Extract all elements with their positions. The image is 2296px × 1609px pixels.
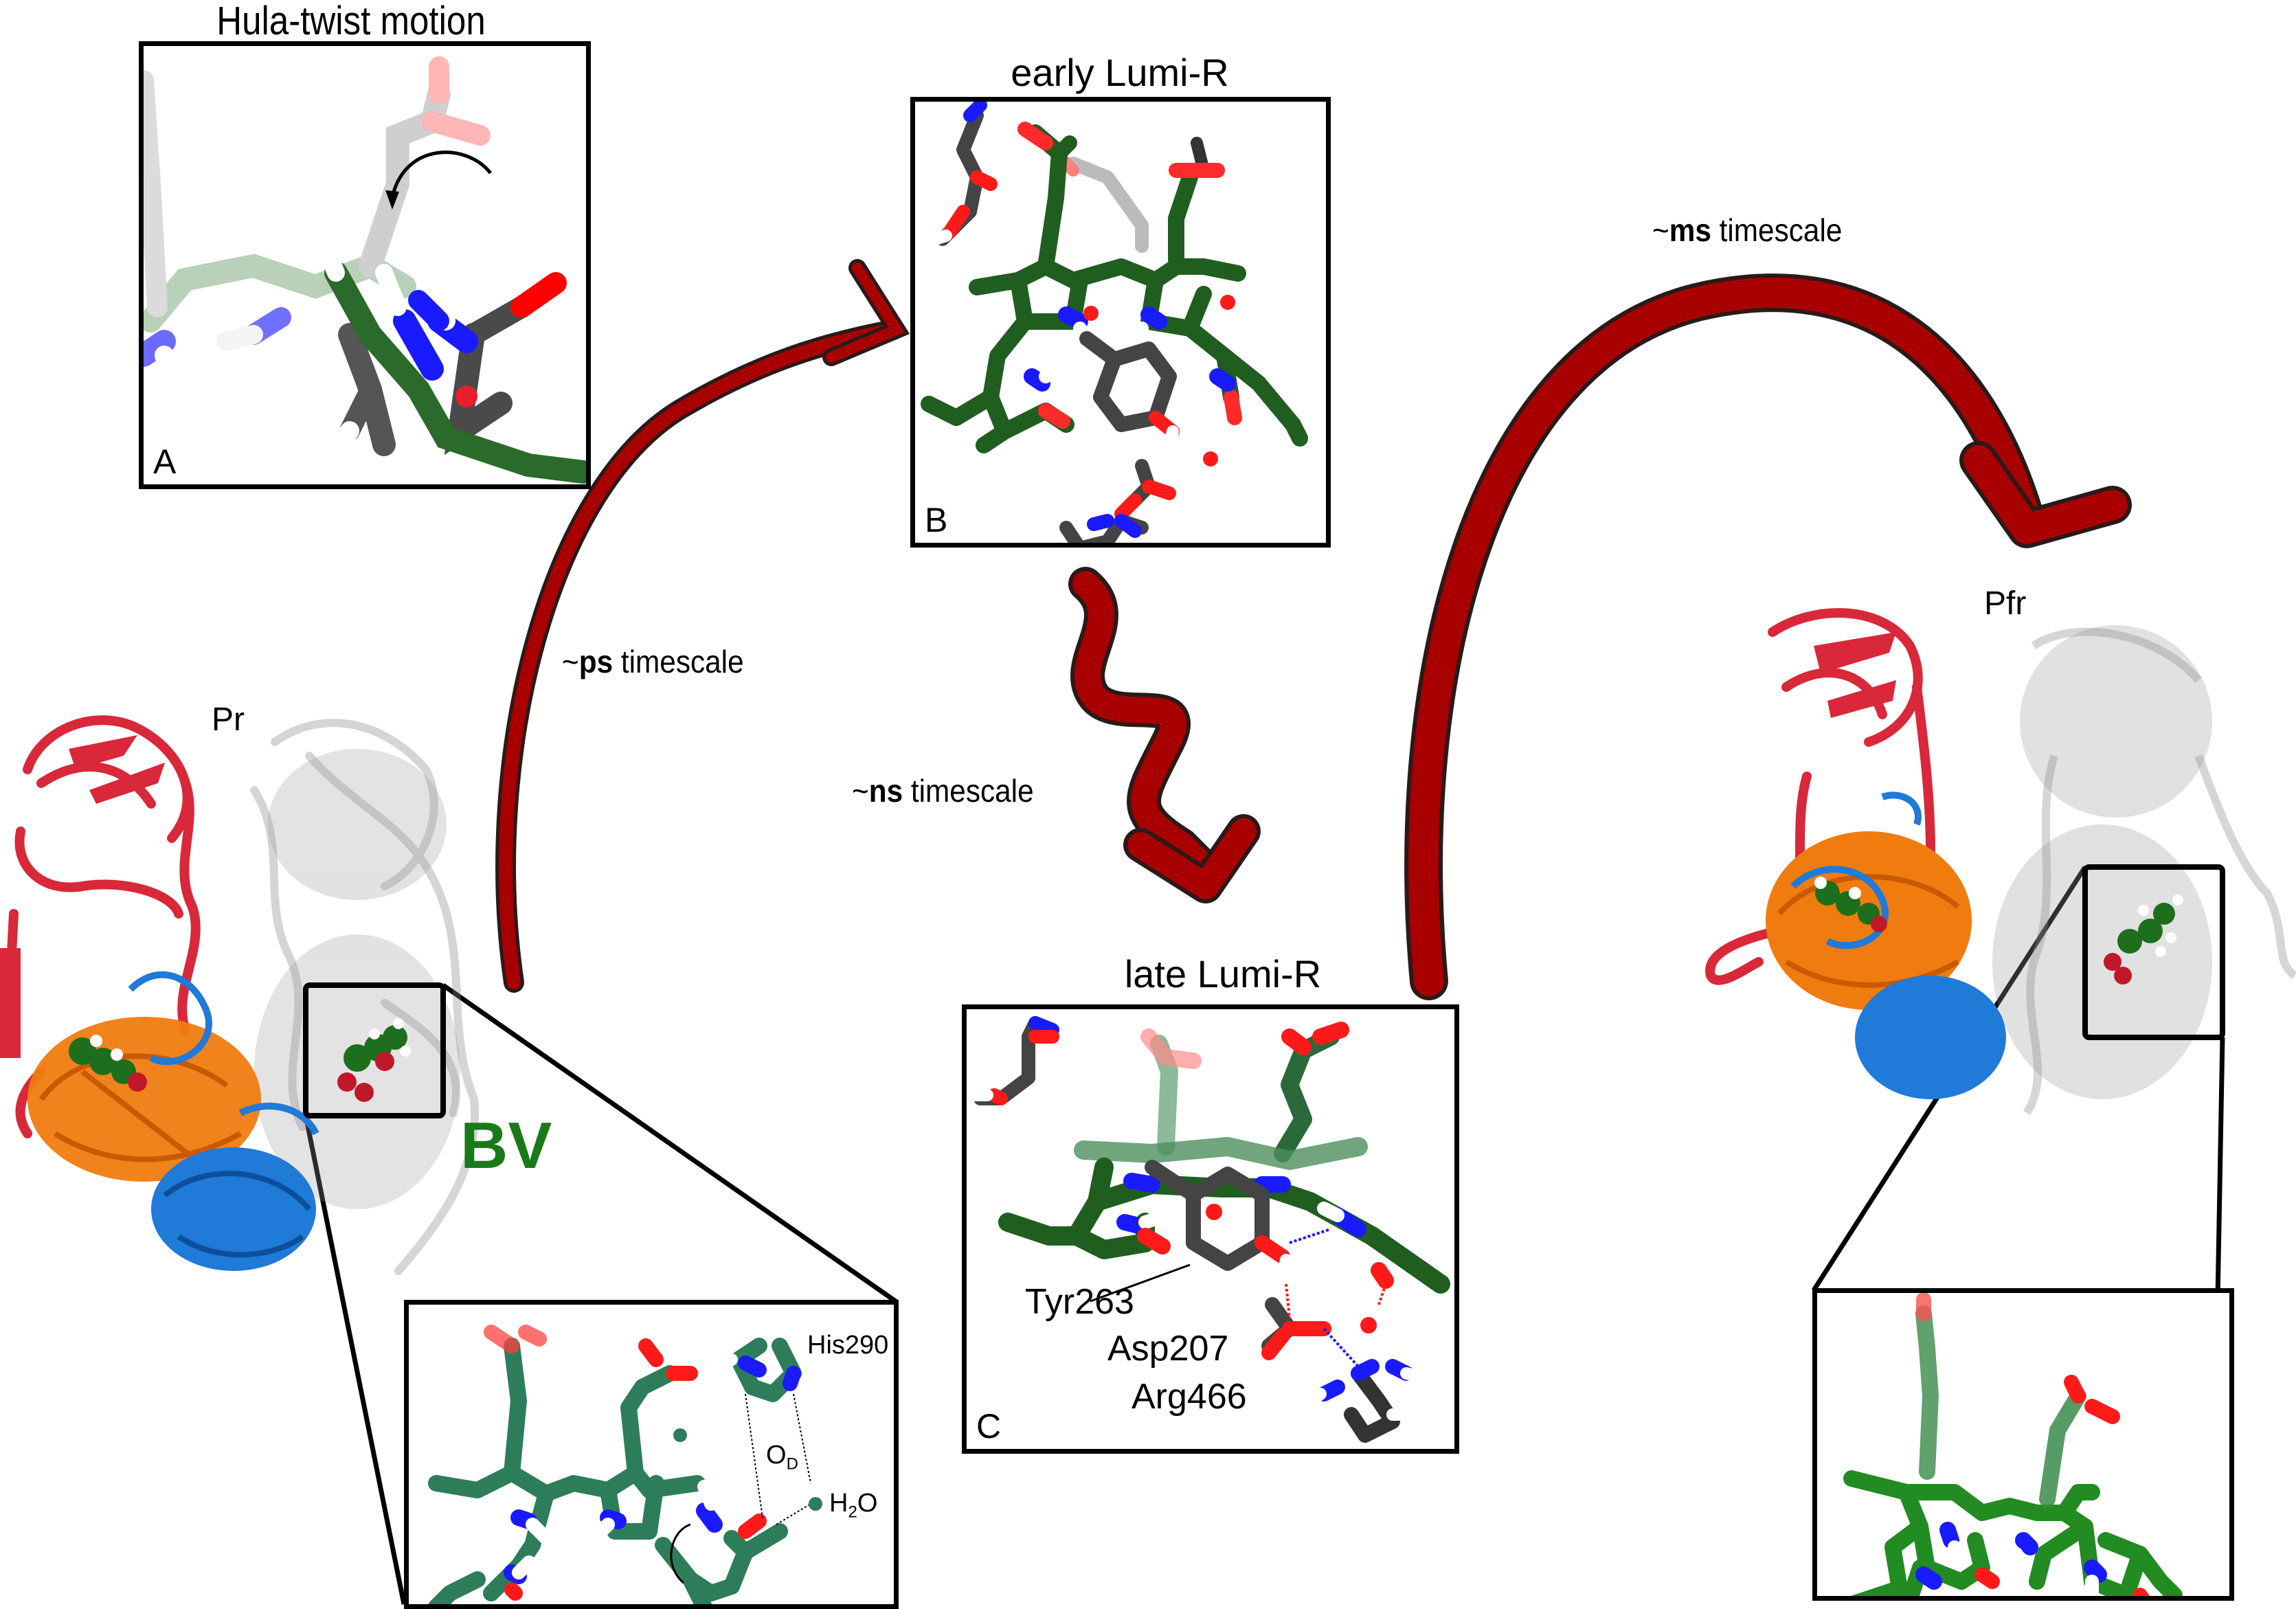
water-h: H	[829, 1489, 848, 1518]
panel-b-letter: B	[925, 501, 948, 539]
tilde: ~	[852, 773, 869, 809]
panel-b-title: early Lumi-R	[1011, 51, 1229, 94]
tilde: ~	[1652, 212, 1669, 248]
panel-a-title: Hula-twist motion	[216, 0, 486, 43]
pfr-protein-structure	[1705, 608, 2296, 1116]
timescale-word: timescale	[1711, 212, 1843, 248]
panel-c-title: late Lumi-R	[1124, 952, 1322, 995]
pr-bv-inset: His290 H2O OD	[404, 1300, 899, 1609]
panel-a-letter: A	[153, 442, 177, 481]
ps-timescale-label: ~ps timescale	[562, 646, 744, 677]
pr-biliverdin-molecule	[428, 1325, 822, 1604]
pfr-biliverdin-molecule	[1843, 1293, 2183, 1596]
water-o: O	[857, 1489, 878, 1518]
ns-transition-arrow	[1068, 567, 1261, 903]
panel-c-letter: C	[976, 1407, 1002, 1445]
timescale-unit: ms	[1669, 212, 1711, 248]
panel-a-hula-twist: A	[139, 41, 591, 489]
his290-label: His290	[807, 1331, 889, 1360]
pfr-bv-zoom-box	[2082, 864, 2225, 1040]
water-label: H2O	[829, 1490, 877, 1521]
od-o: O	[766, 1441, 787, 1470]
od-label: OD	[766, 1442, 798, 1473]
timescale-word: timescale	[903, 773, 1034, 809]
timescale-unit: ns	[868, 773, 903, 809]
tilde: ~	[562, 644, 579, 679]
panel-b-early-lumi-r: B	[910, 97, 1331, 548]
pr-state-label: Pr	[212, 701, 245, 738]
pfr-bv-inset	[1812, 1288, 2234, 1601]
ms-timescale-label: ~ms timescale	[1652, 214, 1842, 246]
timescale-unit: ps	[578, 644, 614, 679]
water-subscript: 2	[848, 1503, 857, 1522]
ms-transition-arrow	[1404, 273, 2132, 1000]
tyr263-label: Tyr263	[1025, 1282, 1134, 1322]
ns-timescale-label: ~ns timescale	[852, 775, 1034, 807]
timescale-word: timescale	[613, 644, 744, 679]
ps-transition-arrow	[495, 259, 910, 993]
asp207-label: Asp207	[1107, 1329, 1229, 1369]
hula-twist-molecule	[144, 56, 586, 484]
bv-label: BV	[460, 1109, 552, 1182]
early-lumi-r-molecule	[921, 102, 1308, 543]
late-lumi-r-molecule	[967, 1016, 1450, 1443]
panel-c-late-lumi-r: Tyr263 Asp207 Arg466 C	[962, 1004, 1459, 1454]
pr-bv-zoom-box	[303, 982, 446, 1118]
od-subscript: D	[786, 1454, 798, 1474]
pfr-state-label: Pfr	[1984, 585, 2027, 622]
pr-zoom-connectors	[303, 983, 899, 1605]
arg466-label: Arg466	[1132, 1377, 1247, 1417]
pr-protein-structure	[0, 715, 480, 1275]
